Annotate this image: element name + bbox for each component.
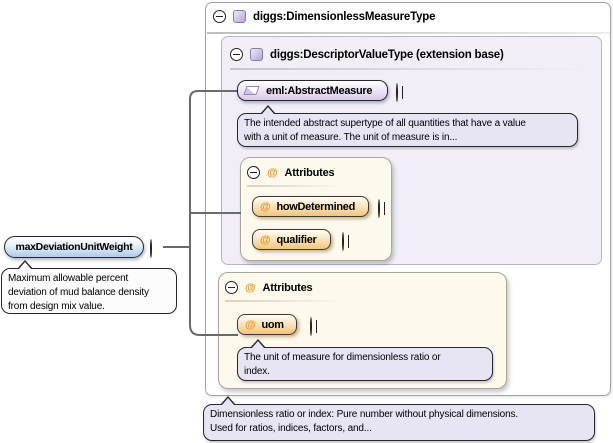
bubble-pointer-icon — [17, 260, 33, 269]
attribute-icon: @ — [245, 281, 256, 294]
complex-type-icon — [233, 10, 246, 23]
attributes-title: Attributes — [262, 281, 313, 294]
header-separator — [225, 300, 345, 302]
uom-attribute[interactable]: @ uom — [237, 314, 297, 335]
expand-icon[interactable] — [396, 83, 398, 102]
expand-icon[interactable] — [342, 232, 344, 251]
element-annotation: Maximum allowable percent deviation of m… — [1, 260, 177, 314]
base-type-title: diggs:DescriptorValueType (extension bas… — [270, 48, 504, 61]
bubble-pointer-icon — [260, 105, 276, 114]
descriptor-value-type-header[interactable]: diggs:DescriptorValueType (extension bas… — [230, 48, 504, 61]
collapse-icon[interactable] — [150, 239, 152, 258]
attributes-title: Attributes — [284, 166, 335, 179]
collapse-icon[interactable] — [213, 10, 226, 23]
base-attributes-header[interactable]: @ Attributes — [247, 166, 335, 179]
abstract-measure-annotation: The intended abstract supertype of all q… — [237, 105, 578, 147]
header-separator — [230, 68, 590, 70]
eml-abstract-measure-element[interactable]: eml:AbstractMeasure — [237, 80, 388, 101]
attribute-label: uom — [261, 318, 284, 331]
uom-annotation: The unit of measure for dimensionless ra… — [237, 339, 493, 381]
own-attributes-header[interactable]: @ Attributes — [225, 281, 313, 294]
attribute-icon: @ — [260, 200, 271, 213]
attribute-label: qualifier — [276, 233, 317, 246]
attribute-icon: @ — [245, 318, 256, 331]
collapse-icon[interactable] — [230, 48, 243, 61]
type-annotation: Dimensionless ratio or index: Pure numbe… — [203, 396, 595, 441]
how-determined-attribute[interactable]: @ howDetermined — [252, 196, 369, 217]
bubble-pointer-icon — [220, 396, 236, 405]
dimensionless-measure-type-header[interactable]: diggs:DimensionlessMeasureType — [213, 10, 436, 23]
type-title: diggs:DimensionlessMeasureType — [253, 10, 436, 23]
element-ref-label: eml:AbstractMeasure — [266, 84, 373, 97]
expand-icon[interactable] — [310, 317, 312, 336]
collapse-icon[interactable] — [247, 166, 260, 179]
complex-type-icon — [250, 48, 263, 61]
bubble-pointer-icon — [250, 339, 266, 348]
element-label: maxDeviationUnitWeight — [15, 241, 133, 253]
collapse-icon[interactable] — [225, 281, 238, 294]
attribute-icon: @ — [267, 166, 278, 179]
header-separator — [207, 32, 610, 34]
header-separator — [247, 185, 342, 187]
expand-icon[interactable] — [378, 199, 380, 218]
model-group-icon — [243, 86, 260, 95]
qualifier-attribute[interactable]: @ qualifier — [252, 229, 331, 250]
attribute-label: howDetermined — [276, 200, 356, 213]
max-deviation-unit-weight-element[interactable]: maxDeviationUnitWeight — [4, 236, 144, 258]
attribute-icon: @ — [260, 233, 271, 246]
